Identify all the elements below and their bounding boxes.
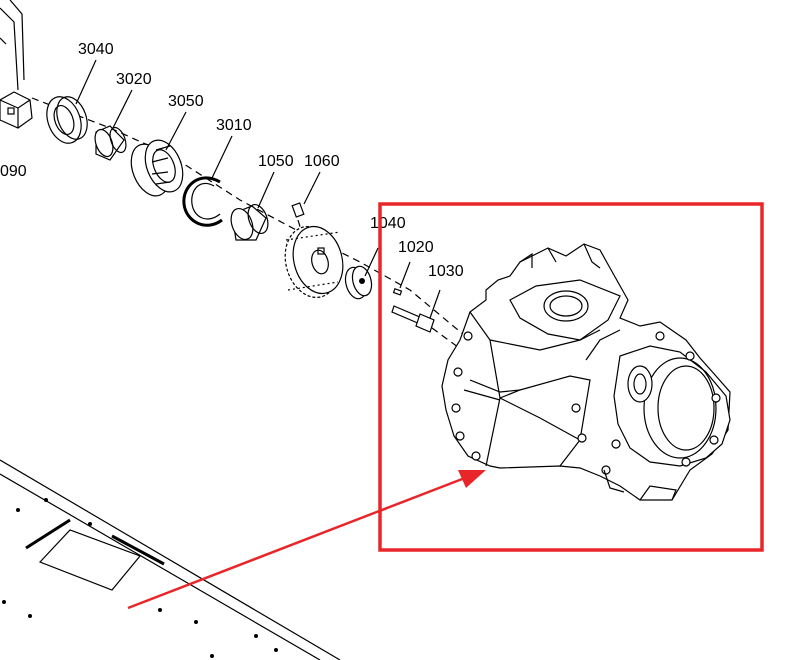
part-1040-washer	[344, 247, 379, 300]
part-1030-bolt	[391, 289, 463, 351]
label-090: 090	[0, 163, 27, 180]
part-3020-bushing	[94, 125, 127, 161]
transmission-housing	[441, 243, 731, 501]
pointer-arrow	[127, 470, 486, 610]
label-1020: 1020	[398, 239, 434, 256]
label-1050: 1050	[258, 153, 294, 170]
housing-edge-top-left	[0, 0, 25, 91]
label-1040: 1040	[370, 215, 406, 232]
part-3010-snap-ring	[182, 176, 223, 227]
part-1060-key	[291, 202, 305, 241]
label-3040: 3040	[78, 41, 114, 58]
base-plate	[0, 459, 341, 660]
shaft-axis-1	[31, 97, 471, 341]
part-1050-bushing	[230, 203, 269, 241]
label-3020: 3020	[116, 71, 152, 88]
label-3050: 3050	[168, 93, 204, 110]
label-3010: 3010	[216, 117, 252, 134]
label-1030: 1030	[428, 263, 464, 280]
highlight-box	[378, 202, 764, 552]
part-3040-seal	[46, 96, 88, 144]
part-3050-bearing	[130, 139, 184, 197]
part-090-block	[0, 91, 33, 129]
part-gear	[284, 225, 344, 299]
label-1060: 1060	[304, 153, 340, 170]
part-1020-pin	[392, 261, 411, 296]
